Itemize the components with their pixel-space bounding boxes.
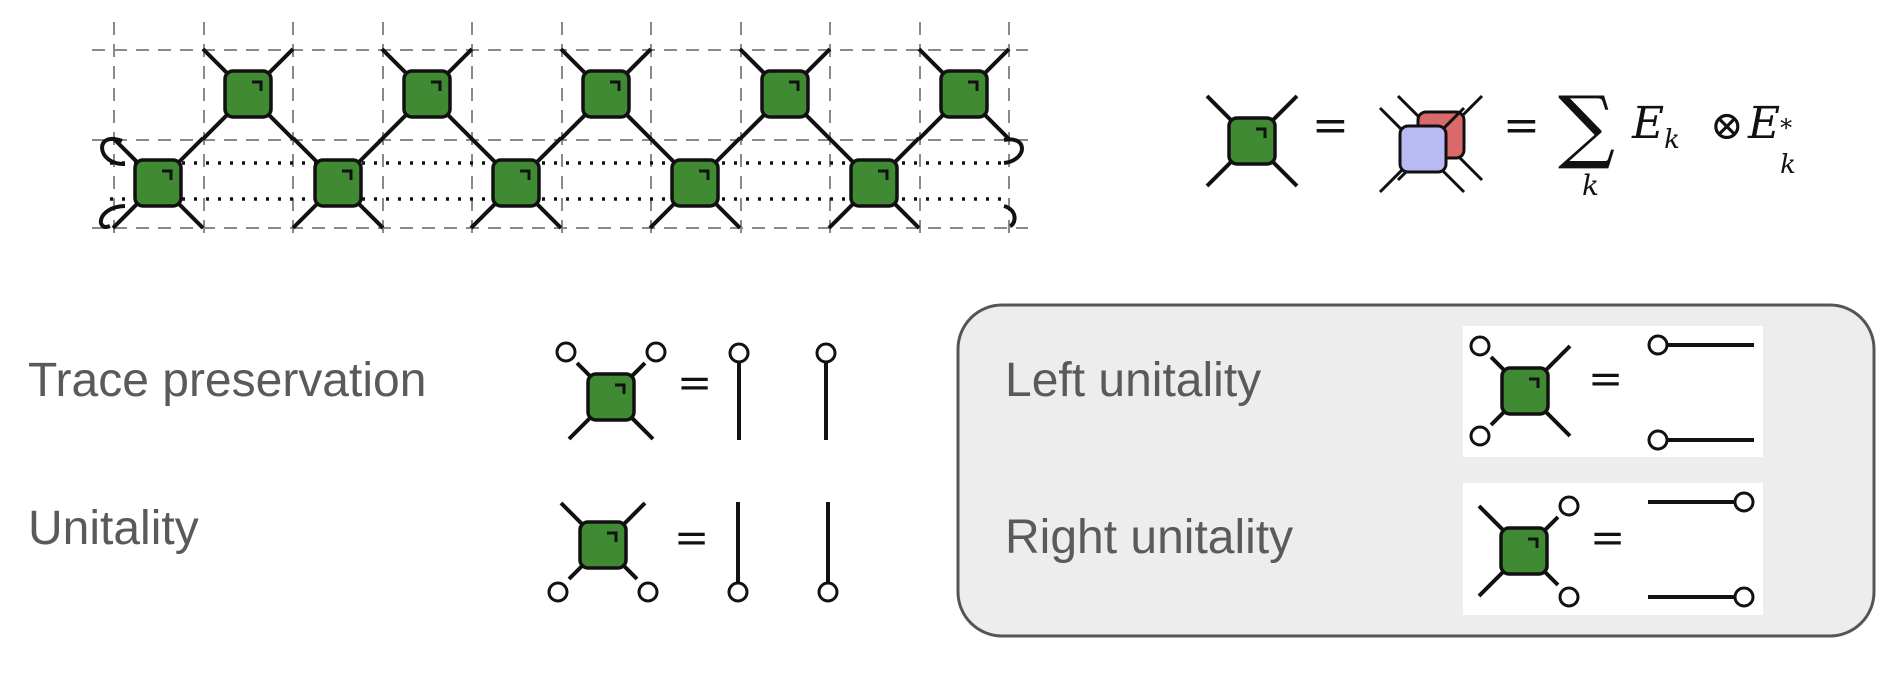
gate-icon bbox=[578, 520, 628, 570]
gate-icon bbox=[827, 136, 921, 230]
gate-icon bbox=[111, 136, 205, 230]
cap-icon bbox=[1558, 495, 1580, 517]
unitality-diagram bbox=[547, 501, 839, 603]
sum-index: k bbox=[1582, 169, 1599, 202]
cap-icon bbox=[637, 581, 659, 603]
gates-bottom-row bbox=[111, 136, 921, 230]
gates-top-row bbox=[201, 47, 1011, 141]
left-unitality-label: Left unitality bbox=[1005, 354, 1262, 407]
left-unitality-diagram bbox=[1463, 326, 1763, 457]
kraus-pair-icon bbox=[1378, 94, 1484, 194]
kraus-term-right: E*k bbox=[1748, 98, 1796, 180]
equals-sign: = bbox=[674, 513, 710, 562]
equals-sign: = bbox=[1312, 100, 1349, 151]
equals-sign: = bbox=[1503, 100, 1540, 151]
cap-icon bbox=[1647, 429, 1669, 451]
cap-icon bbox=[1733, 491, 1755, 513]
gate-icon bbox=[917, 47, 1011, 141]
brickwork-circuit bbox=[92, 22, 1028, 236]
gate-icon bbox=[586, 372, 636, 422]
kraus-term-left: Ek bbox=[1632, 98, 1680, 155]
cap-icon bbox=[645, 341, 667, 363]
trace-preservation-label: Trace preservation bbox=[28, 354, 427, 407]
gate-icon bbox=[559, 47, 653, 141]
right-unitality-label: Right unitality bbox=[1005, 511, 1294, 564]
kraus-equation bbox=[1205, 94, 1484, 194]
gate-icon bbox=[648, 136, 742, 230]
cap-icon bbox=[1647, 334, 1669, 356]
cap-icon bbox=[1469, 425, 1491, 447]
cap-icon bbox=[555, 341, 577, 363]
gate-icon bbox=[380, 47, 474, 141]
cap-icon bbox=[1558, 586, 1580, 608]
equals-sign: = bbox=[1590, 513, 1626, 562]
gate-icon bbox=[469, 136, 563, 230]
cap-icon bbox=[728, 342, 750, 364]
cap-icon bbox=[1469, 335, 1491, 357]
tensor-symbol: ⊗ bbox=[1710, 103, 1744, 149]
cap-icon bbox=[1733, 586, 1755, 608]
right-unitality-diagram bbox=[1463, 483, 1763, 615]
sum-symbol: ∑ bbox=[1558, 79, 1616, 172]
gate-icon bbox=[1205, 94, 1299, 188]
cap-icon bbox=[817, 581, 839, 603]
cap-icon bbox=[727, 581, 749, 603]
trace-preservation-diagram bbox=[555, 341, 837, 441]
gate-icon bbox=[291, 136, 385, 230]
equals-sign: = bbox=[1588, 354, 1624, 403]
gate-icon bbox=[738, 47, 832, 141]
gate-icon bbox=[1500, 366, 1550, 416]
equals-sign: = bbox=[677, 358, 713, 407]
gate-icon bbox=[201, 47, 295, 141]
gate-icon bbox=[1499, 526, 1549, 576]
cap-icon bbox=[547, 581, 569, 603]
cap-icon bbox=[815, 342, 837, 364]
unitality-label: Unitality bbox=[28, 502, 199, 555]
